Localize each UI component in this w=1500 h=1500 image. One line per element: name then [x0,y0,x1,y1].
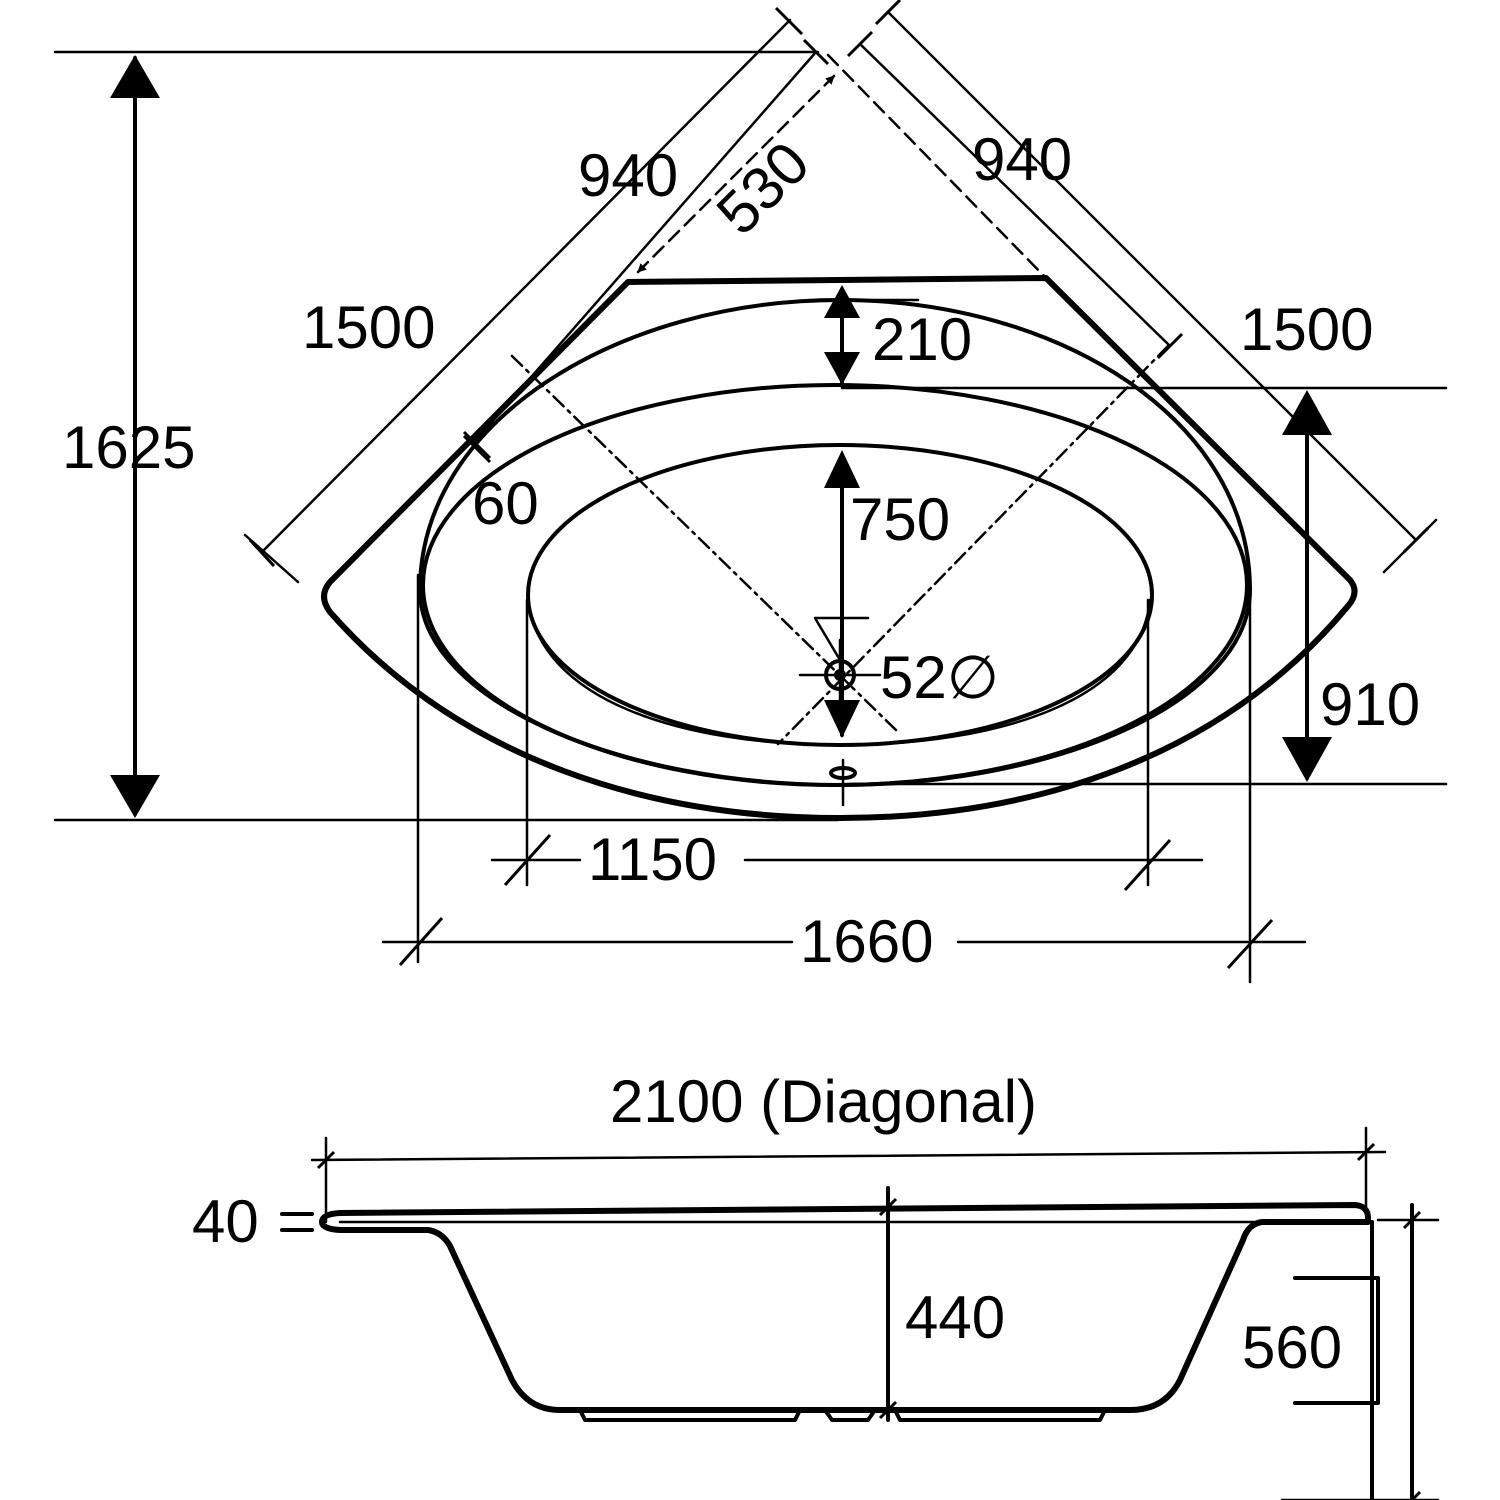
tick-940-right-top [846,30,874,58]
label-940-right: 940 [972,126,1072,193]
basin-outer-ellipse [421,383,1249,787]
label-2100-diagonal: 2100 (Diagonal) [610,1068,1037,1135]
foot-right [893,1408,1107,1422]
tick-940-right-bottom [1156,332,1184,360]
dim-line-1500-left [260,18,792,554]
apron-panel [1293,1220,1380,1500]
arrow-750-bottom [824,700,860,738]
dim-line-940-right [858,42,1172,348]
tub-outer-outline [321,275,1358,821]
tick-1150-right [1123,838,1172,892]
label-1500-right: 1500 [1240,296,1373,363]
dim-line-940-left [474,50,818,442]
tick-1500-right-top [874,0,902,26]
tick-940-left-bottom [462,430,492,460]
label-940-left: 940 [578,142,678,209]
arrow-750-top [824,450,860,488]
foot-left [578,1408,802,1422]
label-52-diameter: 52∅ [880,644,999,711]
label-60: 60 [472,470,539,537]
tick-1500-left-bottom [248,538,276,568]
label-1660: 1660 [800,908,933,975]
section-view: 2100 (Diagonal) 40 440 560 [192,1068,1440,1500]
tick-60 [462,434,492,464]
label-560: 560 [1242,1314,1342,1381]
tub-section-profile [319,1202,1371,1413]
arrow-910-top [1282,390,1332,435]
tick-560-bottom [1409,1490,1422,1500]
tick-2100-right [1356,1142,1376,1162]
label-750: 750 [850,486,950,553]
arrow-910-bottom [1282,737,1332,782]
tick-1660-left [398,917,444,966]
foot-center [823,1408,877,1422]
dim-line-2100 [310,1150,1387,1162]
arrow-1625-bottom [110,775,160,818]
arrow-210-bottom [824,352,860,385]
label-530: 530 [704,129,822,247]
label-1500-left: 1500 [302,294,435,361]
tick-1500-right-bottom [1402,526,1430,554]
tick-440-top [878,1197,898,1217]
arrow-210-top [824,285,860,318]
tick-440-bottom [878,1400,898,1420]
tick-1150-left [503,833,552,887]
tick-2100-left [316,1150,336,1170]
dim-line-1500-right [886,10,1418,542]
label-40: 40 [192,1188,259,1255]
label-440: 440 [905,1284,1005,1351]
label-1150: 1150 [588,826,717,893]
arrow-1625-top [110,55,160,98]
tick-560-top [1402,1210,1422,1230]
basin-floor-line [526,598,1152,747]
label-210: 210 [872,306,972,373]
plan-view: 1625 1500 1500 940 940 530 210 60 750 52… [53,0,1448,984]
label-1625: 1625 [62,414,195,481]
dim-line-530 [636,74,836,274]
corner-guide-right [826,53,1048,280]
centerline-left-diagonal [510,354,900,734]
label-910: 910 [1320,671,1420,738]
tick-1660-right [1226,918,1274,970]
tick-1500-left-top [774,6,804,36]
